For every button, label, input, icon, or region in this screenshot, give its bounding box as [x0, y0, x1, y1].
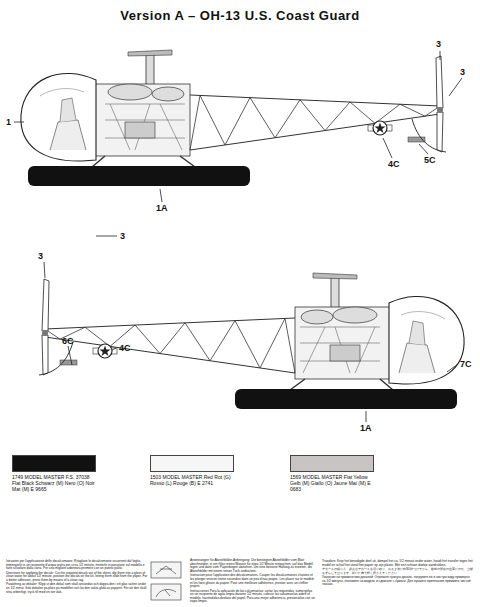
instruction-text: Anweisungen für Abziehbilder-Anbringung:… [190, 559, 316, 573]
instruction-column: Transfers: Knip het benodigde deel uit, … [322, 560, 474, 587]
paint-reference: 1749 MODEL MASTER F.S. 37038 Flat Black … [12, 475, 96, 493]
instruction-text: Указания по применению декалей: Отрежьте… [322, 576, 474, 587]
instruction-text: Istruzioni per l'applicazione delle deca… [6, 560, 148, 571]
color-swatch [290, 455, 374, 472]
callout-number: 3 [120, 232, 125, 241]
callout-number: 1 [6, 118, 11, 127]
callout-number: 7C [460, 360, 472, 369]
instruction-text: Directions for applying the decals: Cut … [6, 572, 148, 583]
callout-number: 6C [62, 337, 74, 346]
instruction-text: Instruction pour l'application des décal… [190, 574, 316, 588]
callout-number: 3 [436, 40, 441, 49]
color-swatch [150, 455, 234, 472]
paint-reference: 1503 MODEL MASTER Red Rot (G) Rosso (L) … [150, 475, 234, 487]
instruction-text: Påsättning av dekaler: Klipp ut den deka… [6, 583, 148, 594]
color-swatch [12, 455, 96, 472]
instruction-text: デカールの貼り方：必要なデカールを切り取り、ぬるま湯に約30秒つけてから、模型の… [322, 568, 474, 575]
paint-reference: 1569 MODEL MASTER Flat Yellow Gelb (M) G… [290, 475, 374, 493]
callout-number: 1A [360, 424, 372, 433]
page-title: Version A – OH-13 U.S. Coast Guard [0, 8, 480, 23]
callout-number: 1A [156, 204, 168, 213]
instruction-column: Anweisungen für Abziehbilder-Anbringung:… [190, 559, 316, 604]
callout-number: 3 [38, 252, 43, 261]
callout-number: 3 [460, 68, 465, 77]
callout-number: 4C [388, 160, 400, 169]
instruction-text: Instrucciones Para la aplicación de las … [190, 590, 316, 604]
callout-number: 4C [119, 344, 131, 353]
callout-number: 5C [424, 156, 436, 165]
instruction-column: Istruzioni per l'applicazione delle deca… [6, 560, 148, 594]
instruction-text: Transfers: Knip het benodigde deel uit, … [322, 560, 474, 567]
